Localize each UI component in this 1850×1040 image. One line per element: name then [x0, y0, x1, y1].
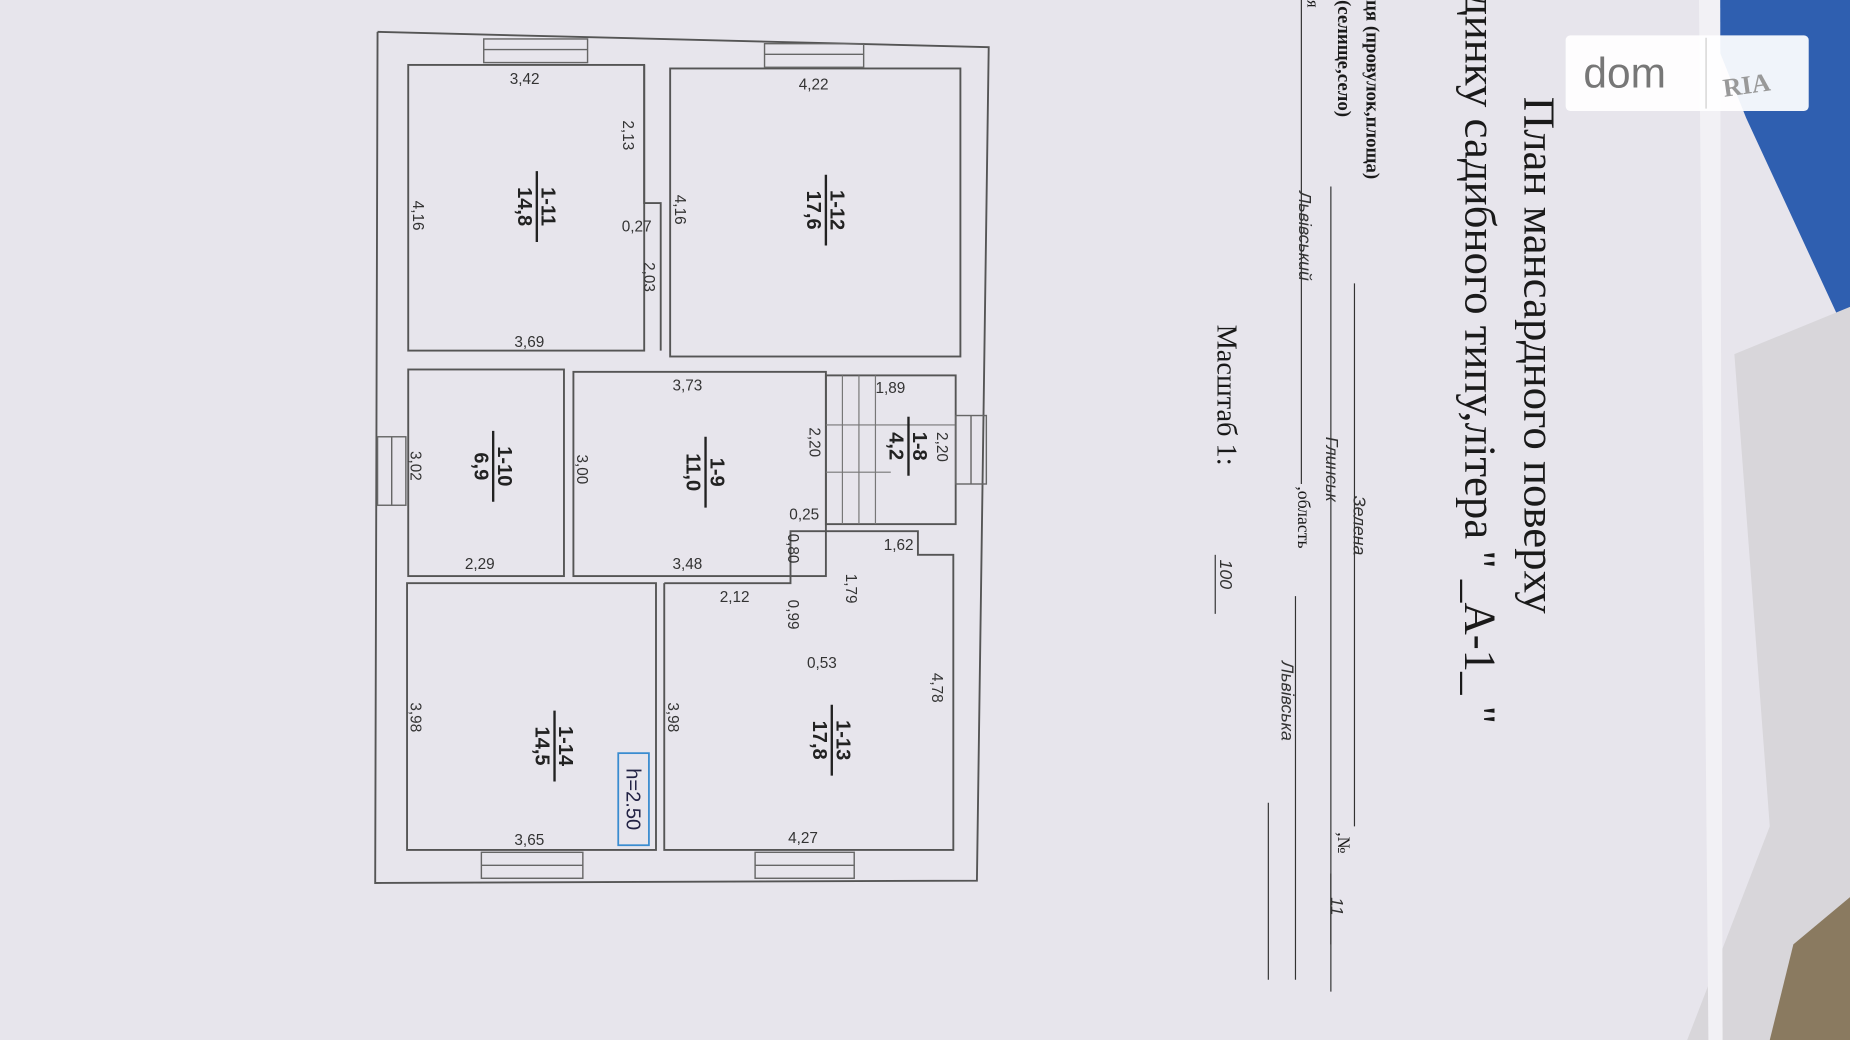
number-value: 11 — [1327, 897, 1347, 915]
dimension: 4,16 — [409, 201, 426, 231]
dimension: 0,25 — [789, 506, 819, 523]
scale-value: 100 — [1216, 560, 1236, 590]
watermark-brand: dom — [1583, 50, 1666, 97]
ceiling-height-badge: h=2.50 — [617, 752, 650, 847]
district-label: я — [1303, 0, 1322, 8]
paper-edge — [1698, 0, 1723, 1040]
dimension: 0,53 — [807, 655, 837, 672]
number-label: ,№ — [1334, 832, 1354, 853]
address-block — [1267, 0, 1356, 992]
room-number: 1-8 — [908, 432, 930, 461]
dimension: 4,27 — [788, 830, 818, 847]
village-label: (селище,село) — [1333, 0, 1354, 117]
windows — [376, 38, 988, 879]
dimension: 1,89 — [875, 380, 905, 397]
dimension: 3,69 — [514, 334, 544, 351]
room-area: 11,0 — [682, 453, 704, 491]
room-number: 1-14 — [554, 726, 576, 767]
dimension: 3,00 — [573, 454, 590, 484]
dimension: 2,20 — [805, 427, 822, 457]
street-value: Зелена — [1349, 496, 1369, 556]
dimension: 4,16 — [671, 195, 688, 225]
dimension: 1,62 — [884, 537, 914, 554]
dimension: 3,65 — [514, 832, 544, 849]
dimension: 0,99 — [784, 600, 801, 630]
room-number: 1-13 — [832, 720, 854, 760]
dimension: 4,22 — [799, 77, 829, 94]
dimension: 3,02 — [407, 451, 424, 481]
room-1-9: 1-911,0 — [682, 436, 727, 508]
dimension: 3,48 — [673, 556, 703, 573]
scale-label: Масштаб 1: — [1211, 325, 1242, 466]
room-1-8: 1-84,2 — [885, 416, 930, 476]
region-label: ,область — [1294, 486, 1314, 548]
room-area: 17,6 — [802, 191, 824, 230]
dimension: 2,03 — [640, 262, 657, 292]
table-surface — [1769, 897, 1850, 1040]
room-area: 14,5 — [531, 727, 553, 766]
village-value: Глинськ — [1322, 437, 1342, 503]
room-number: 1-12 — [826, 190, 848, 230]
dimension: 2,13 — [619, 120, 636, 150]
dimension: 3,73 — [673, 378, 703, 395]
dimension: 0,80 — [784, 534, 801, 564]
dimension: 3,98 — [407, 702, 424, 732]
street-label: ця (провулок,площа) — [1361, 0, 1382, 179]
dimension: 2,29 — [465, 556, 495, 573]
room-number: 1-10 — [493, 446, 515, 486]
room-area: 14,8 — [513, 187, 535, 226]
dimension: 3,98 — [664, 702, 681, 732]
watermark-partner: RIA — [1721, 67, 1772, 102]
room-area: 4,2 — [885, 432, 907, 460]
domria-watermark: dom RIA — [1565, 35, 1809, 111]
room-area: 17,8 — [808, 721, 830, 760]
dimension: 3,42 — [510, 71, 540, 88]
dimension: 2,12 — [720, 589, 750, 606]
document-subtitle: динку садибного типу,літера " _А-1_ " — [1455, 0, 1505, 724]
background-document — [1687, 306, 1850, 1040]
dimension: 2,20 — [933, 432, 950, 462]
dimension-labels: 3,42 4,22 3,69 3,73 1,89 0,27 0,25 1,62 … — [407, 71, 950, 849]
room-1-10: 1-106,9 — [469, 430, 515, 502]
room-area: 6,9 — [469, 452, 491, 480]
dimension: 1,79 — [842, 574, 859, 604]
dimension: 0,27 — [622, 218, 652, 235]
dimension: 4,78 — [928, 673, 945, 703]
district-value: Львівський — [1295, 190, 1315, 281]
document-title: План мансардного поверху — [1514, 97, 1564, 615]
ceiling-height: h=2.50 — [622, 768, 644, 830]
room-number: 1-11 — [537, 187, 559, 226]
room-number: 1-9 — [705, 458, 727, 487]
region-value: Львівська — [1277, 660, 1297, 741]
